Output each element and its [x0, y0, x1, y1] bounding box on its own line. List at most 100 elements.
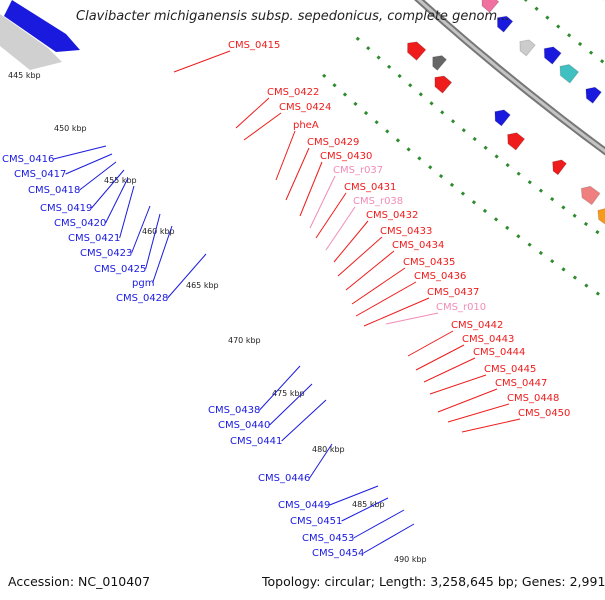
left-leader-10: [259, 365, 301, 411]
left-gene-label-2: CMS_0418: [28, 185, 80, 196]
left-leader-1: [65, 153, 113, 175]
left-gene-label-6: CMS_0423: [80, 248, 132, 259]
right-gene-label-9: CMS_0432: [366, 210, 418, 221]
kbp-tick-label-9: 490 kbp: [394, 555, 427, 564]
kbp-tick-label-0: 445 kbp: [8, 71, 41, 80]
right-leader-0: [173, 50, 231, 73]
left-leader-13: [309, 443, 333, 479]
right-gene-label-11: CMS_0434: [392, 240, 444, 251]
accession-label: Accession:: [8, 574, 79, 589]
left-leader-2: [79, 161, 117, 191]
left-leader-8: [152, 225, 173, 284]
reverse-gene-6-shape: [585, 86, 603, 104]
right-gene-label-4: CMS_0429: [307, 137, 359, 148]
forward-gene-4: [507, 132, 526, 151]
forward-gene-3-shape: [494, 109, 511, 127]
right-gene-label-15: CMS_r010: [436, 302, 486, 313]
left-leader-17: [363, 523, 415, 554]
left-gene-label-13: CMS_0446: [258, 473, 310, 484]
left-leader-11: [269, 383, 313, 426]
left-gene-label-11: CMS_0440: [218, 420, 270, 431]
left-gene-label-5: CMS_0421: [68, 233, 120, 244]
reverse-gene-4-shape: [543, 46, 562, 65]
left-gene-label-3: CMS_0419: [40, 203, 92, 214]
left-leader-5: [119, 185, 135, 239]
left-leader-16: [353, 509, 405, 539]
map-title: Clavibacter michiganensis subsp. sepedon…: [76, 9, 510, 24]
topology-label: Topology:: [262, 574, 325, 589]
reverse-gene-3: [519, 39, 536, 57]
forward-gene-6-shape: [580, 185, 601, 206]
right-leader-4: [285, 147, 310, 201]
forward-gene-7-shape: [597, 207, 605, 227]
sequence-summary: Topology: circular; Length: 3,258,645 bp…: [262, 574, 605, 589]
backbone-inner: [417, 0, 605, 154]
forward-gene-0-shape: [407, 41, 427, 62]
left-leader-12: [281, 399, 327, 442]
forward-gene-2: [434, 75, 453, 94]
forward-gene-0: [407, 41, 427, 62]
length-value: 3,258,645 bp: [430, 574, 514, 589]
right-leader-7: [315, 192, 347, 239]
right-leader-11: [345, 250, 395, 291]
forward-gene-1: [432, 55, 448, 71]
right-leader-13: [355, 281, 417, 317]
left-leader-6: [131, 205, 151, 254]
right-leader-5: [299, 161, 323, 217]
genes-value: 2,991: [569, 574, 605, 589]
left-gene-label-12: CMS_0441: [230, 436, 282, 447]
right-gene-label-12: CMS_0435: [403, 257, 455, 268]
forward-gene-5-shape: [552, 159, 568, 176]
reverse-gene-6: [585, 86, 603, 104]
right-leader-21: [447, 403, 510, 423]
left-gene-label-1: CMS_0417: [14, 169, 66, 180]
forward-gene-1-shape: [432, 55, 448, 71]
right-leader-1: [235, 97, 270, 129]
kbp-tick-label-8: 485 kbp: [352, 500, 385, 509]
right-gene-label-6: CMS_r037: [333, 165, 383, 176]
reverse-gene-5-shape: [559, 64, 580, 84]
kbp-tick-label-1: 450 kbp: [54, 124, 87, 133]
right-gene-label-14: CMS_0437: [427, 287, 479, 298]
right-gene-label-19: CMS_0445: [484, 364, 536, 375]
right-gene-label-18: CMS_0444: [473, 347, 525, 358]
right-leader-6: [309, 175, 336, 229]
left-gene-label-17: CMS_0454: [312, 548, 364, 559]
left-gene-label-9: CMS_0428: [116, 293, 168, 304]
forward-gene-6: [580, 185, 601, 206]
forward-gene-5: [552, 159, 568, 176]
length-label: Length:: [378, 574, 431, 589]
accession-value: NC_010407: [78, 574, 151, 589]
reverse-gene-4: [543, 46, 562, 65]
genes-label: Genes:: [521, 574, 570, 589]
right-leader-17: [415, 344, 465, 371]
right-leader-22: [461, 418, 521, 433]
left-gene-label-16: CMS_0453: [302, 533, 354, 544]
right-gene-label-22: CMS_0450: [518, 408, 570, 419]
right-leader-9: [333, 220, 369, 263]
right-leader-3: [275, 130, 296, 181]
left-leader-9: [167, 253, 207, 299]
right-leader-2: [243, 112, 282, 141]
left-gene-label-14: CMS_0449: [278, 500, 330, 511]
left-leader-15: [341, 497, 389, 522]
forward-gene-4-shape: [507, 132, 526, 151]
right-leader-16: [407, 330, 454, 357]
right-leader-19: [429, 374, 487, 395]
right-gene-label-1: CMS_0422: [267, 87, 319, 98]
dotted-track-0: [523, 0, 605, 66]
dotted-track-1: [355, 36, 605, 240]
forward-gene-3: [494, 109, 511, 127]
kbp-tick-label-6: 475 kbp: [272, 389, 305, 398]
right-leader-10: [337, 236, 383, 277]
right-leader-20: [437, 388, 498, 413]
right-gene-label-5: CMS_0430: [320, 151, 372, 162]
left-leader-7: [145, 213, 161, 270]
left-gene-label-15: CMS_0451: [290, 516, 342, 527]
reverse-gene-2: [496, 15, 514, 33]
accession-info: Accession: NC_010407: [8, 574, 150, 589]
left-gene-label-8: pgm: [132, 278, 154, 289]
kbp-tick-label-3: 460 kbp: [142, 227, 175, 236]
